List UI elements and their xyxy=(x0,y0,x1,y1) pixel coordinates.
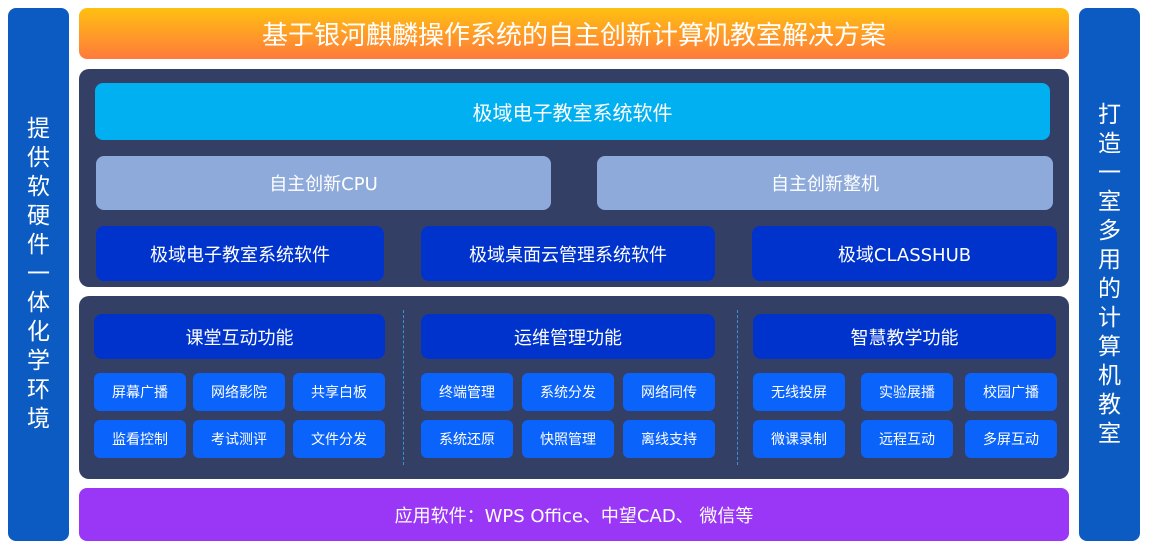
side-label-char: 的 xyxy=(1098,275,1121,302)
side-label-char: 体 xyxy=(27,290,50,316)
function-item: 校园广播 xyxy=(965,373,1057,411)
side-label-char: 室 xyxy=(1098,420,1121,447)
function-item: 远程互动 xyxy=(861,420,953,458)
function-header: 课堂互动功能 xyxy=(94,314,385,359)
side-label-char: 一 xyxy=(27,261,50,287)
function-item: 快照管理 xyxy=(522,420,614,458)
function-item: 多屏互动 xyxy=(965,420,1057,458)
function-item: 系统还原 xyxy=(421,420,513,458)
function-item: 网络同传 xyxy=(623,373,715,411)
function-item: 考试测评 xyxy=(193,420,285,458)
function-item: 系统分发 xyxy=(522,373,614,411)
side-label-char: 一 xyxy=(1098,159,1121,186)
function-item: 屏幕广播 xyxy=(94,373,186,411)
function-item: 共享白板 xyxy=(293,373,385,411)
function-item: 文件分发 xyxy=(293,420,385,458)
cpu-box: 自主创新CPU xyxy=(96,156,551,210)
product-box: 极域电子教室系统软件 xyxy=(96,226,384,281)
side-label-char: 教 xyxy=(1098,391,1121,418)
side-label-char: 学 xyxy=(27,348,50,374)
function-item: 离线支持 xyxy=(623,420,715,458)
product-box: 极域CLASSHUB xyxy=(752,226,1057,281)
side-label-char: 计 xyxy=(1098,304,1121,331)
side-label-char: 室 xyxy=(1098,188,1121,215)
function-item: 微课录制 xyxy=(753,420,845,458)
function-header: 运维管理功能 xyxy=(421,314,715,359)
side-label-char: 化 xyxy=(27,319,50,345)
function-item: 网络影院 xyxy=(193,373,285,411)
side-label-char: 机 xyxy=(1098,362,1121,389)
side-label-char: 供 xyxy=(27,145,50,171)
side-label-char: 多 xyxy=(1098,217,1121,244)
function-item: 终端管理 xyxy=(421,373,513,411)
function-item: 监看控制 xyxy=(94,420,186,458)
side-label-char: 提 xyxy=(27,116,50,142)
left-side-label: 提供软硬件一体化学环境 xyxy=(8,8,69,541)
machine-box: 自主创新整机 xyxy=(597,156,1053,210)
side-label-char: 造 xyxy=(1098,130,1121,157)
function-item: 无线投屏 xyxy=(753,373,845,411)
divider xyxy=(737,310,738,465)
side-label-char: 打 xyxy=(1098,101,1121,128)
applications-bar: 应用软件：WPS Office、中望CAD、 微信等 xyxy=(79,488,1069,541)
side-label-char: 用 xyxy=(1098,246,1121,273)
side-label-char: 算 xyxy=(1098,333,1121,360)
classroom-software-bar: 极域电子教室系统软件 xyxy=(95,83,1050,140)
side-label-char: 环 xyxy=(27,377,50,403)
side-label-char: 软 xyxy=(27,174,50,200)
side-label-char: 境 xyxy=(27,406,50,432)
function-header: 智慧教学功能 xyxy=(753,314,1056,359)
product-box: 极域桌面云管理系统软件 xyxy=(421,226,715,281)
side-label-char: 硬 xyxy=(27,203,50,229)
divider xyxy=(403,310,404,465)
right-side-label: 打造一室多用的计算机教室 xyxy=(1079,8,1140,541)
side-label-char: 件 xyxy=(27,232,50,258)
function-item: 实验展播 xyxy=(861,373,953,411)
page-title: 基于银河麒麟操作系统的自主创新计算机教室解决方案 xyxy=(79,8,1069,59)
